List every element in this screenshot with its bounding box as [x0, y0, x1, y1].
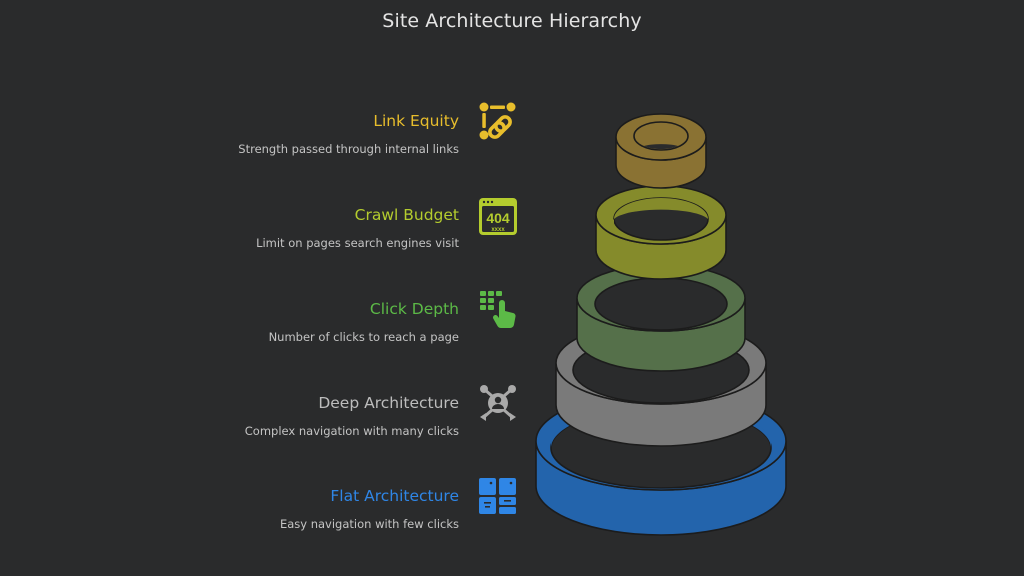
ring-click-depth	[576, 264, 746, 372]
level-link-equity: Link Equity Strength passed through inte…	[238, 112, 459, 156]
level-click-depth: Click Depth Number of clicks to reach a …	[269, 300, 459, 344]
ring-crawl-budget	[595, 185, 727, 280]
level-deep-architecture: Deep Architecture Complex navigation wit…	[245, 394, 459, 438]
level-label: Flat Architecture	[330, 487, 459, 505]
level-crawl-budget: Crawl Budget Limit on pages search engin…	[256, 206, 459, 250]
level-flat-architecture: Flat Architecture Easy navigation with f…	[280, 487, 459, 531]
file-cabinet-icon	[478, 476, 518, 516]
svg-text:404: 404	[486, 210, 510, 226]
level-label: Crawl Budget	[354, 206, 459, 224]
level-description: Strength passed through internal links	[238, 142, 459, 156]
diagram-title: Site Architecture Hierarchy	[382, 10, 642, 32]
network-user-icon	[478, 383, 518, 423]
404-page-icon: 404 xxxx	[478, 197, 518, 237]
link-chain-icon	[478, 102, 518, 142]
level-label: Click Depth	[369, 300, 459, 318]
level-label: Deep Architecture	[318, 394, 459, 412]
level-description: Number of clicks to reach a page	[268, 330, 459, 344]
ring-link-equity	[615, 113, 707, 189]
level-label: Link Equity	[373, 112, 459, 130]
level-description: Limit on pages search engines visit	[256, 236, 459, 250]
svg-text:xxxx: xxxx	[491, 227, 505, 233]
level-description: Complex navigation with many clicks	[244, 424, 459, 438]
keypad-pointer-icon	[478, 289, 518, 329]
level-description: Easy navigation with few clicks	[279, 517, 459, 531]
